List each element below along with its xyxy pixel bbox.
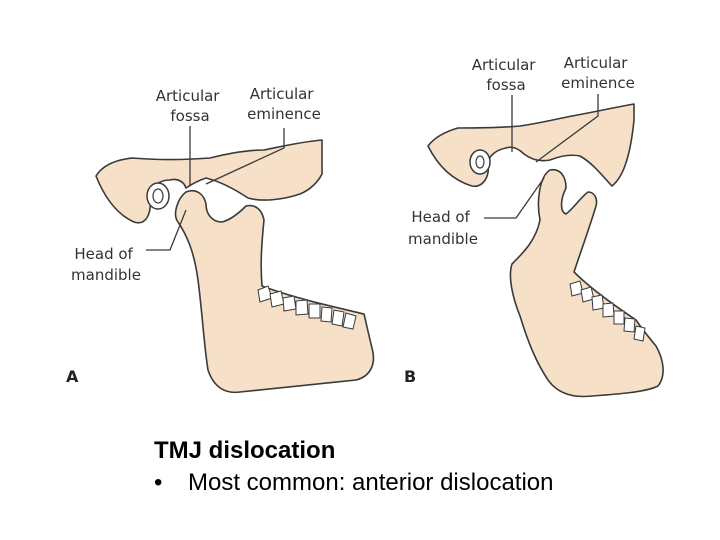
panel-b-fossa-label: Articular fossa [472, 56, 541, 94]
panel-b-eminence-label: Articular eminence [561, 54, 635, 92]
panel-b: Articular fossa Articular eminence Head … [404, 54, 664, 398]
panel-b-letter: B [404, 367, 416, 386]
caption: TMJ dislocation • Most common: anterior d… [154, 436, 674, 498]
panel-a-eminence-label: Articular eminence [247, 85, 321, 123]
panel-a-teeth [257, 285, 357, 330]
caption-bullet-item: • Most common: anterior dislocation [154, 468, 674, 498]
panel-a-skull-base [95, 139, 323, 224]
caption-title: TMJ dislocation [154, 437, 336, 464]
panel-a-ear-canal [146, 182, 170, 210]
panel-a-eminence-leader [205, 128, 285, 185]
panel-b-teeth [569, 280, 646, 342]
panel-b-eminence-leader [535, 94, 599, 163]
panel-a: Articular fossa Articular eminence Head … [66, 85, 375, 394]
panel-b-skull-base [427, 103, 635, 188]
panel-b-head-label: Head of mandible [408, 208, 478, 248]
panel-b-ear-canal [469, 149, 491, 175]
bullet-text: Most common: anterior dislocation [188, 469, 554, 496]
panel-a-letter: A [66, 367, 79, 386]
bullet-symbol: • [154, 469, 163, 496]
panel-a-head-leader [146, 209, 187, 251]
panel-b-head-leader [484, 177, 545, 219]
panel-a-head-label: Head of mandible [71, 245, 141, 284]
panel-a-mandible [174, 189, 375, 394]
panel-a-fossa-label: Articular fossa [156, 87, 225, 125]
tmj-diagram: Articular fossa Articular eminence Head … [66, 54, 664, 398]
panel-b-mandible [509, 168, 664, 398]
